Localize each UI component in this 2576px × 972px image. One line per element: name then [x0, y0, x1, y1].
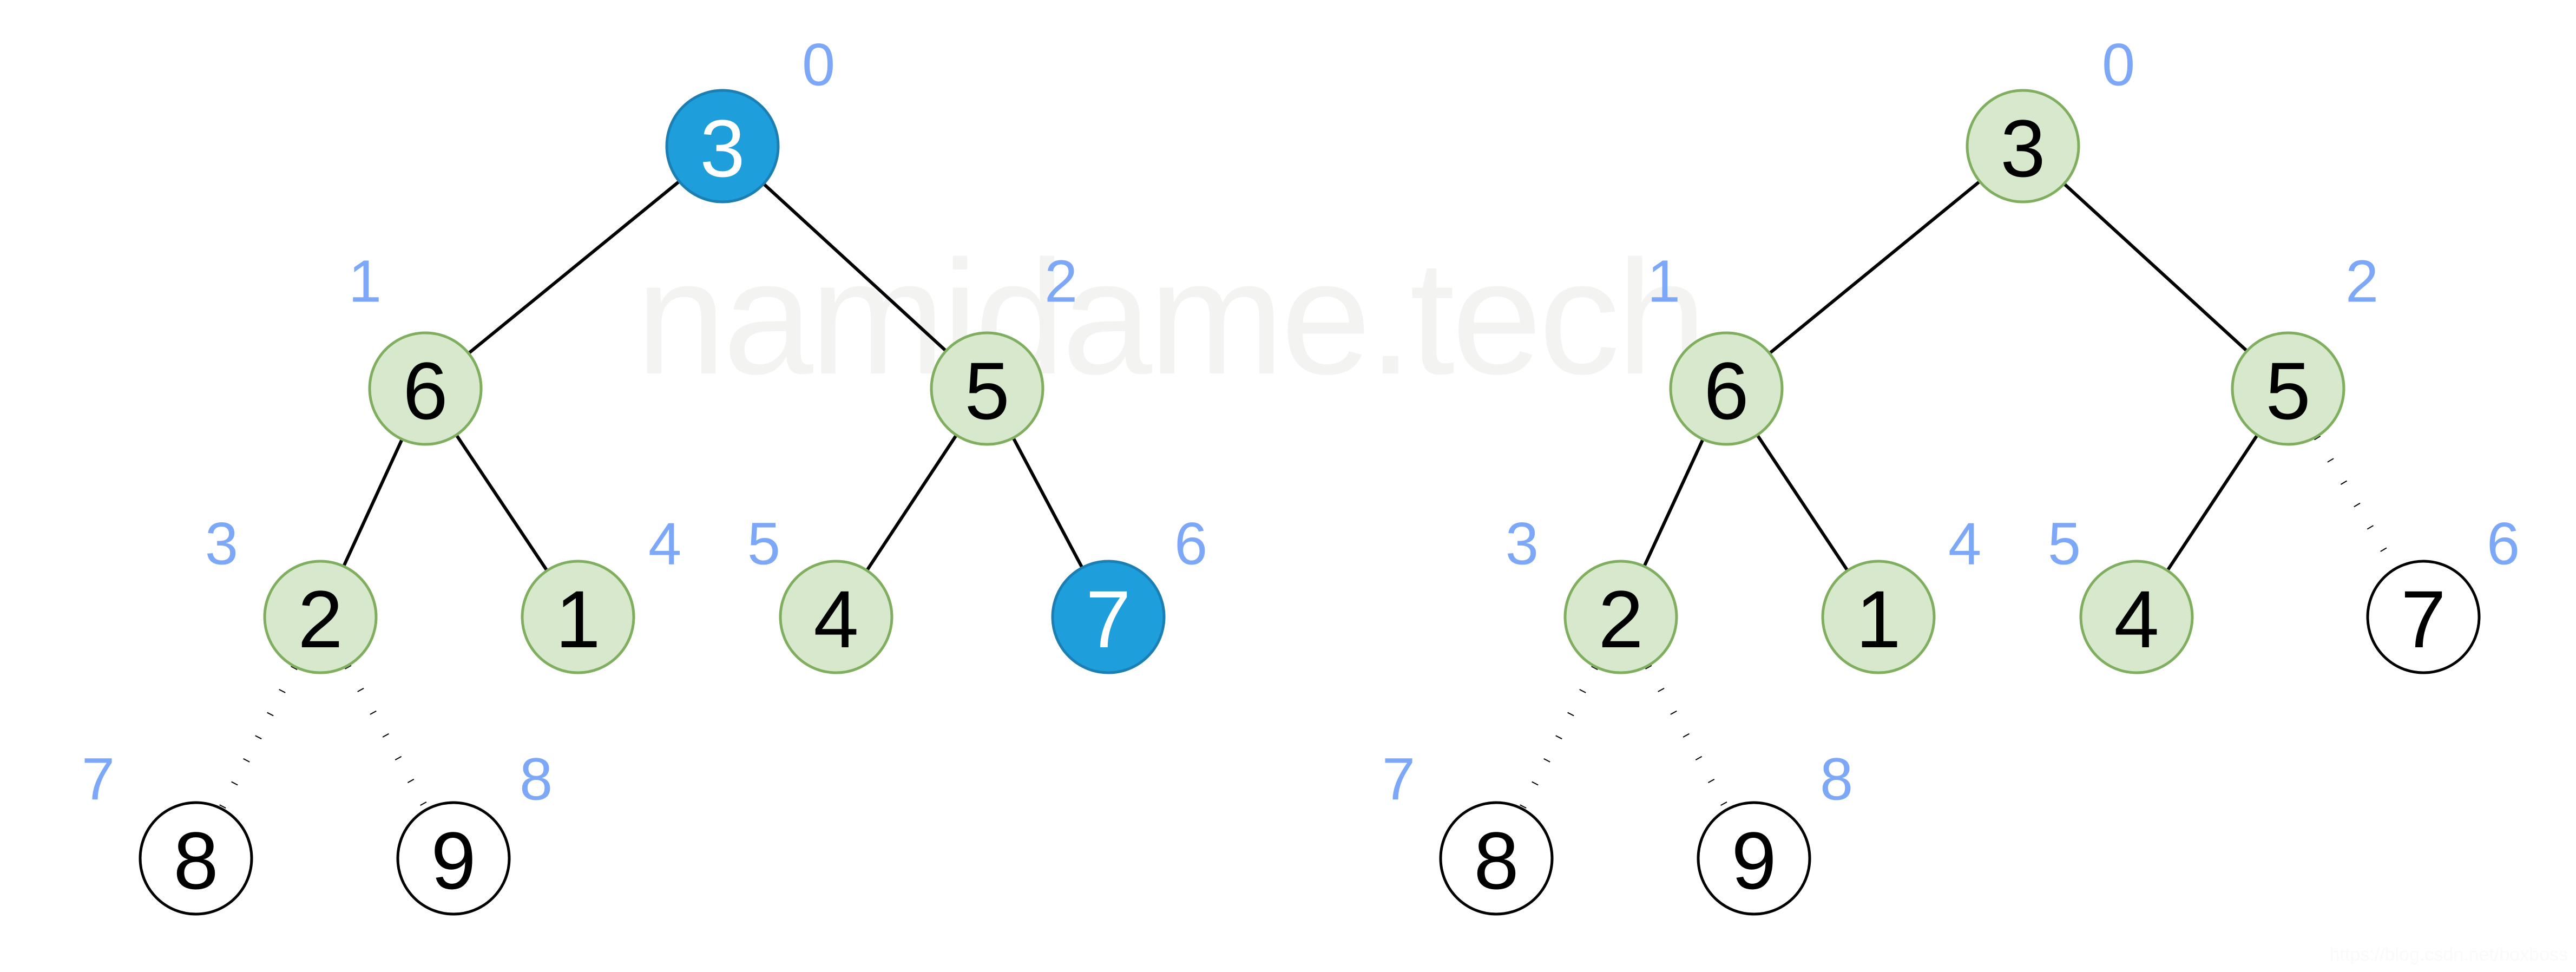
watermark-center-text: namidame.tech	[636, 226, 1704, 408]
tree-edge-2-to-8	[1519, 666, 1598, 810]
tree-edge-5-to-4	[2166, 435, 2258, 571]
node-index-label: 7	[82, 746, 115, 813]
node-circle-green[interactable]	[263, 560, 378, 674]
node-value-label: 5	[2265, 345, 2310, 436]
node-index-label: 1	[349, 248, 382, 315]
node-value-label: 6	[403, 345, 448, 436]
node-value-label: 9	[1731, 815, 1776, 906]
node-value-label: 7	[2401, 574, 2446, 665]
node-value-label: 5	[964, 345, 1009, 436]
watermark-corner-text: https://blog.csdn.net/boxboss	[2330, 944, 2568, 965]
tree-edge-3-to-6	[468, 181, 680, 354]
tree-node-0[interactable]: 30	[665, 32, 835, 203]
node-index-label: 5	[747, 511, 780, 577]
tree-edge-5-to-7	[2314, 436, 2398, 570]
node-index-label: 0	[2102, 32, 2135, 98]
tree-edge-2-to-8	[219, 666, 298, 810]
tree-node-2[interactable]: 52	[2231, 248, 2378, 446]
node-index-label: 0	[802, 32, 835, 98]
tree-edges-layer	[219, 181, 2398, 811]
node-value-label: 2	[298, 574, 343, 665]
node-value-label: 1	[555, 574, 600, 665]
node-circle-green[interactable]	[2079, 560, 2194, 674]
left-tree-edges	[219, 181, 1083, 811]
tree-node-7[interactable]: 87	[82, 746, 253, 916]
tree-edge-2-to-9	[1645, 665, 1730, 811]
tree-edge-2-to-9	[345, 665, 429, 811]
node-circle-green[interactable]	[1563, 560, 1678, 674]
node-circle-green[interactable]	[779, 560, 893, 674]
node-index-label: 4	[648, 511, 681, 577]
node-circle-white[interactable]	[396, 801, 511, 916]
node-circle-white[interactable]	[139, 801, 253, 916]
tree-edge-6-to-1	[455, 435, 548, 571]
node-circle-green[interactable]	[2231, 331, 2345, 446]
node-index-label: 3	[205, 511, 238, 577]
node-value-label: 9	[431, 815, 476, 906]
node-value-label: 8	[173, 815, 218, 906]
tree-node-7[interactable]: 87	[1382, 746, 1554, 916]
node-index-label: 1	[1647, 248, 1680, 315]
tree-node-3[interactable]: 23	[1506, 511, 1678, 674]
node-circle-white[interactable]	[2366, 560, 2481, 674]
tree-edge-3-to-5	[2064, 183, 2248, 352]
node-value-label: 3	[700, 103, 745, 194]
right-tree-edges	[1519, 181, 2398, 811]
tree-node-4[interactable]: 14	[521, 511, 681, 674]
tree-node-4[interactable]: 14	[1821, 511, 1981, 674]
tree-edge-6-to-2	[1643, 439, 1704, 566]
tree-node-1[interactable]: 61	[349, 248, 483, 446]
tree-node-8[interactable]: 98	[1697, 746, 1853, 916]
tree-node-6[interactable]: 76	[2366, 511, 2520, 674]
node-index-label: 2	[1044, 248, 1077, 315]
node-circle-green[interactable]	[368, 331, 483, 446]
node-index-label: 2	[2345, 248, 2378, 315]
node-index-label: 3	[1506, 511, 1539, 577]
node-value-label: 7	[1086, 574, 1131, 665]
node-circle-blue[interactable]	[665, 89, 780, 203]
node-value-label: 4	[2114, 574, 2159, 665]
tree-node-5[interactable]: 45	[2048, 511, 2194, 674]
node-circle-green[interactable]	[1669, 331, 1784, 446]
node-circle-white[interactable]	[1439, 801, 1554, 916]
node-value-label: 4	[813, 574, 858, 665]
tree-edge-3-to-6	[1769, 181, 1980, 354]
node-index-label: 7	[1382, 746, 1415, 813]
node-value-label: 1	[1856, 574, 1901, 665]
node-index-label: 4	[1948, 511, 1981, 577]
node-value-label: 6	[1704, 345, 1749, 436]
tree-edge-6-to-2	[343, 439, 403, 566]
tree-edge-6-to-1	[1756, 435, 1849, 571]
node-circle-green[interactable]	[930, 331, 1044, 446]
node-circle-green[interactable]	[521, 560, 635, 674]
tree-node-1[interactable]: 61	[1647, 248, 1784, 446]
node-value-label: 3	[2000, 103, 2045, 194]
tree-edge-5-to-4	[866, 435, 957, 571]
node-circle-blue[interactable]	[1051, 560, 1166, 674]
node-value-label: 2	[1598, 574, 1643, 665]
node-circle-white[interactable]	[1697, 801, 1811, 916]
watermark-layer: namidame.tech https://blog.csdn.net/boxb…	[636, 226, 2568, 965]
node-index-label: 5	[2048, 511, 2081, 577]
node-value-label: 8	[1474, 815, 1519, 906]
node-index-label: 6	[1174, 511, 1207, 577]
node-index-label: 8	[520, 746, 553, 813]
tree-node-8[interactable]: 98	[396, 746, 553, 916]
tree-edge-3-to-5	[763, 183, 947, 352]
tree-edge-5-to-7	[1012, 438, 1083, 568]
tree-node-3[interactable]: 23	[205, 511, 378, 674]
tree-node-5[interactable]: 45	[747, 511, 893, 674]
tree-node-0[interactable]: 30	[1966, 32, 2135, 203]
node-circle-green[interactable]	[1821, 560, 1936, 674]
tree-node-6[interactable]: 76	[1051, 511, 1207, 674]
tree-node-2[interactable]: 52	[930, 248, 1077, 446]
node-index-label: 6	[2487, 511, 2520, 577]
node-circle-green[interactable]	[1966, 89, 2080, 203]
node-index-label: 8	[1820, 746, 1853, 813]
